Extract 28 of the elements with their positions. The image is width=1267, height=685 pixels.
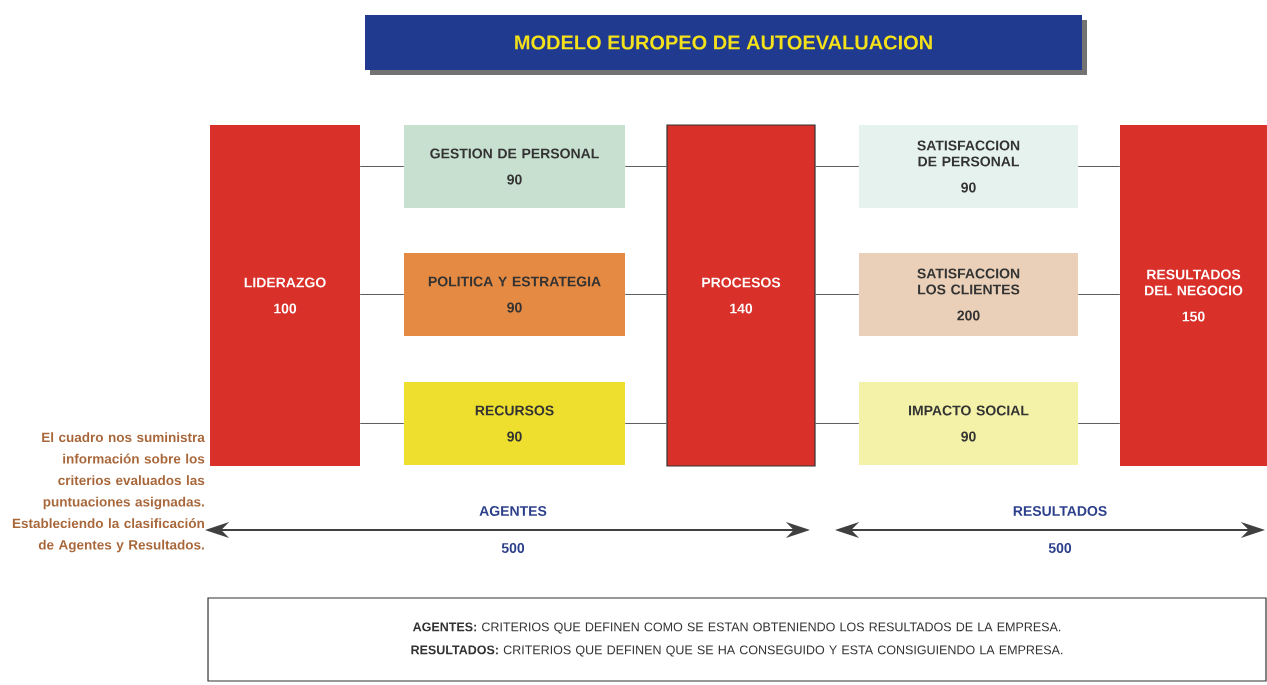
span-label: 500 bbox=[1048, 543, 1072, 553]
criterion-box: SATISFACCION DE PERSONAL 90 bbox=[859, 125, 1078, 208]
connector-line bbox=[1077, 423, 1121, 424]
connector-line bbox=[815, 166, 860, 167]
connector-line bbox=[624, 423, 667, 424]
connector-line bbox=[815, 423, 860, 424]
criterion-box: SATISFACCION LOS CLIENTES 200 bbox=[859, 253, 1078, 336]
connector-line bbox=[624, 166, 667, 167]
span-label: AGENTES bbox=[479, 506, 547, 516]
span-label: 500 bbox=[501, 543, 525, 553]
criterion-box: IMPACTO SOCIAL 90 bbox=[859, 382, 1078, 465]
connector-line bbox=[359, 166, 405, 167]
criterion-box: RESULTADOS DEL NEGOCIO 150 bbox=[1120, 125, 1267, 466]
connector-line bbox=[359, 423, 405, 424]
side-note: El cuadro nos suministra información sobre los criterios evaluados las puntuaciones asignadas. Estableciendo la clasificación de Agentes y Resultados. bbox=[12, 432, 205, 553]
criterion-box: RECURSOS 90 bbox=[404, 382, 625, 465]
connector-line bbox=[1077, 294, 1121, 295]
connector-line bbox=[359, 294, 405, 295]
title-banner: MODELO EUROPEO DE AUTOEVALUACION bbox=[365, 15, 1087, 75]
span-label: RESULTADOS bbox=[1013, 506, 1107, 516]
definition-box: AGENTES: CRITERIOS QUE DEFINEN COMO SE ESTAN OBTENIENDO LOS RESULTADOS DE LA EMPRESA. RESULTADOS: CRITERIOS QUE DEFINEN QUE SE HA CONSEGUIDO Y ESTA CONSIGUIENDO LA EMPRESA. bbox=[207, 597, 1267, 682]
criterion-box: POLITICA Y ESTRATEGIA 90 bbox=[404, 253, 625, 336]
criterion-box: GESTION DE PERSONAL 90 bbox=[404, 125, 625, 208]
criterion-box: PROCESOS 140 bbox=[666, 124, 816, 467]
connector-line bbox=[624, 294, 667, 295]
criterion-box: LIDERAZGO 100 bbox=[210, 125, 360, 466]
connector-line bbox=[815, 294, 860, 295]
connector-line bbox=[1077, 166, 1121, 167]
